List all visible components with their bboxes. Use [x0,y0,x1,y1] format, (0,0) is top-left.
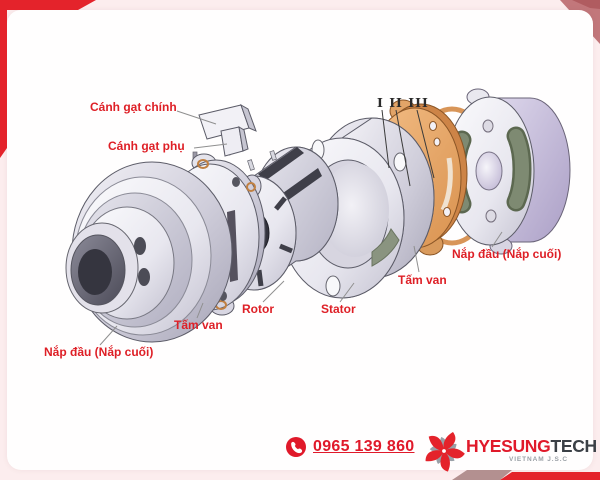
leader-lines [99,110,503,346]
brand-secondary: TECH [550,436,597,456]
label-valve-plate-left: Tấm van [174,318,223,332]
label-aux-vane: Cánh gạt phụ [108,139,185,153]
phone-number-link[interactable]: 0965 139 860 [313,438,415,455]
brand-primary: HYESUNG [466,436,551,456]
label-end-cap-right: Nắp đầu (Nắp cuối) [452,247,562,261]
vane-assembly-part [198,103,257,157]
label-stator: Stator [321,302,356,316]
phone-icon [286,437,306,457]
label-rotor: Rotor [242,302,274,316]
brand-subtitle: VIETNAM J.S.C [508,456,568,463]
section-mark-lines [381,109,435,187]
label-end-cap-left: Nắp đầu (Nắp cuối) [44,345,154,359]
hyesungtech-pinwheel-icon [425,432,465,472]
label-main-vane: Cánh gạt chính [90,100,177,114]
end-cap-left-part [65,161,233,343]
label-valve-plate-right: Tấm van [398,273,447,287]
rotor-part [211,146,339,291]
label-section-marks: I II III [377,95,429,110]
brand-wordmark: HYESUNGTECH [466,436,597,457]
